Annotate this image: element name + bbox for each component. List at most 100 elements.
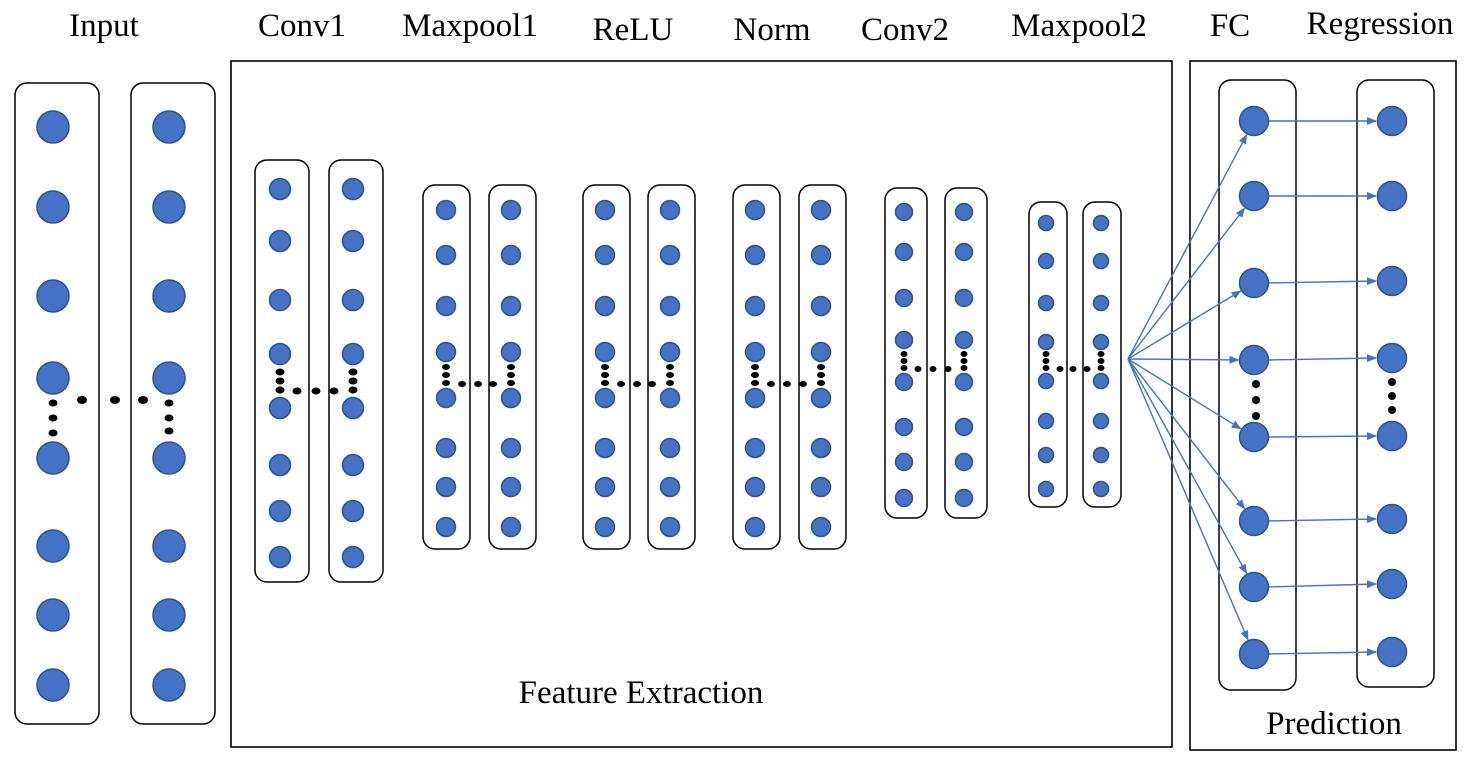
ellipsis-dot <box>48 399 58 407</box>
fc-node <box>1238 505 1270 537</box>
conv1-column-2 <box>328 159 384 583</box>
maxpool2-node <box>1037 372 1055 390</box>
ellipsis-dot <box>666 372 674 378</box>
conv1-node <box>341 177 365 201</box>
input-node <box>36 529 70 563</box>
maxpool1-node <box>435 476 457 498</box>
maxpool2-node <box>1092 333 1110 351</box>
maxpool1-node <box>435 437 457 459</box>
relu-column-1 <box>582 184 631 550</box>
maxpool2-node <box>1092 294 1110 312</box>
norm-node <box>744 387 766 409</box>
ellipsis-dot <box>914 366 922 372</box>
ellipsis-dot <box>900 365 908 371</box>
maxpool2-to-fc-arrow <box>1127 358 1242 430</box>
ellipsis-dot <box>960 358 968 364</box>
label-conv1: Conv1 <box>258 8 346 44</box>
maxpool2-node <box>1037 333 1055 351</box>
ellipsis-dot <box>458 381 466 387</box>
conv2-node <box>894 330 914 350</box>
ellipsis-dot <box>1388 406 1396 414</box>
maxpool1-node <box>500 516 522 538</box>
fc-to-regression-arrow <box>1268 277 1377 286</box>
ellipsis-dot <box>1252 380 1260 388</box>
label-maxpool1: Maxpool1 <box>402 8 538 44</box>
conv1-node <box>341 288 365 312</box>
regression-node <box>1376 503 1408 535</box>
conv1-node <box>268 288 292 312</box>
ellipsis-dot <box>442 364 450 370</box>
maxpool1-node <box>435 295 457 317</box>
conv2-node <box>954 202 974 222</box>
maxpool2-node <box>1037 446 1055 464</box>
ellipsis-dots <box>48 351 1396 437</box>
ellipsis-dot <box>164 427 174 435</box>
ellipsis-dot <box>275 386 285 394</box>
maxpool2-node <box>1092 252 1110 270</box>
input-node <box>152 668 186 702</box>
ellipsis-dot <box>601 380 609 386</box>
ellipsis-dot <box>110 396 120 404</box>
ellipsis-dot <box>666 380 674 386</box>
ellipsis-dot <box>507 372 515 378</box>
ellipsis-dot <box>817 380 825 386</box>
label-relu: ReLU <box>593 12 674 48</box>
ellipsis-dot <box>751 364 759 370</box>
maxpool2-node <box>1092 372 1110 390</box>
input-node <box>36 279 70 313</box>
conv1-node <box>268 545 292 569</box>
relu-node <box>594 199 616 221</box>
regression-node <box>1376 420 1408 452</box>
norm-node <box>744 516 766 538</box>
ellipsis-dot <box>1097 351 1105 357</box>
ellipsis-dot <box>767 381 775 387</box>
ellipsis-dot <box>751 372 759 378</box>
conv1-node <box>268 342 292 366</box>
conv2-node <box>954 288 974 308</box>
fc-node <box>1238 344 1270 376</box>
norm-node <box>744 437 766 459</box>
conv1-node <box>268 453 292 477</box>
conv2-node <box>954 330 974 350</box>
input-column-2 <box>130 82 216 725</box>
maxpool1-column-2 <box>488 184 537 550</box>
maxpool1-node <box>435 341 457 363</box>
input-column-1 <box>14 82 100 725</box>
norm-column-2 <box>798 184 847 550</box>
input-node <box>36 598 70 632</box>
ellipsis-dot <box>164 414 174 422</box>
ellipsis-dot <box>77 396 87 404</box>
ellipsis-dot <box>960 365 968 371</box>
maxpool1-node <box>500 341 522 363</box>
norm-node <box>810 295 832 317</box>
relu-node <box>659 476 681 498</box>
relu-node <box>594 476 616 498</box>
conv1-column-1 <box>254 159 310 583</box>
ellipsis-dot <box>1042 358 1050 364</box>
conv1-node <box>341 396 365 420</box>
ellipsis-dot <box>442 372 450 378</box>
maxpool1-node <box>435 516 457 538</box>
fc-node <box>1238 267 1270 299</box>
ellipsis-dot <box>817 364 825 370</box>
maxpool2-to-fc-arrow <box>1127 355 1240 364</box>
ellipsis-dot <box>817 372 825 378</box>
ellipsis-dot <box>783 381 791 387</box>
ellipsis-dot <box>648 381 656 387</box>
ellipsis-dot <box>164 399 174 407</box>
ellipsis-dot <box>799 381 807 387</box>
ellipsis-dot <box>1252 396 1260 404</box>
maxpool2-to-fc-arrow <box>1127 358 1249 641</box>
ellipsis-dot <box>944 366 952 372</box>
ellipsis-dot <box>617 381 625 387</box>
fc-connections <box>1127 117 1377 657</box>
norm-node <box>744 199 766 221</box>
relu-node <box>659 437 681 459</box>
fc-node <box>1238 421 1270 453</box>
neuron-columns <box>14 79 1435 725</box>
ellipsis-dot <box>666 364 674 370</box>
feature-extraction-frame <box>230 60 1173 748</box>
norm-node <box>810 516 832 538</box>
conv2-node <box>894 288 914 308</box>
ellipsis-dot <box>507 364 515 370</box>
